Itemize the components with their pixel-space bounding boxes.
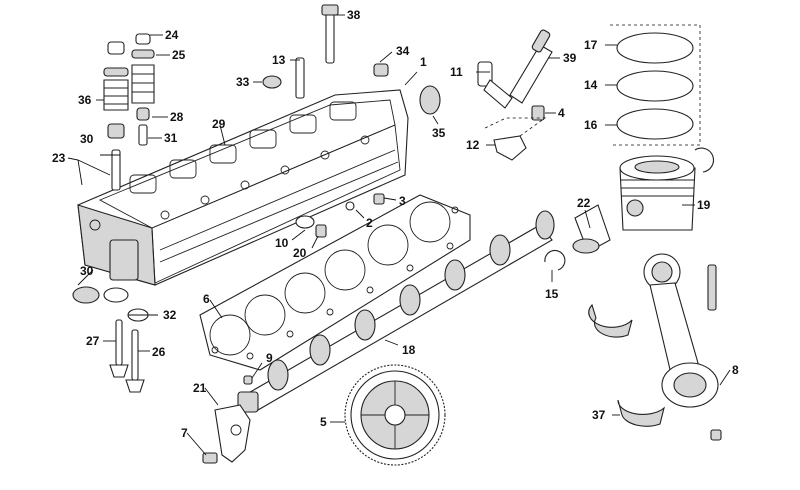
callout-16: 16 xyxy=(584,118,598,132)
callout-9: 9 xyxy=(266,351,273,365)
callout-labels: 38 24 25 13 34 1 33 36 28 29 35 31 30 23… xyxy=(52,8,739,440)
callout-7: 7 xyxy=(181,426,188,440)
camshaft-gear xyxy=(344,364,446,466)
callout-25: 25 xyxy=(172,48,186,62)
callout-15: 15 xyxy=(545,287,559,301)
callout-36: 36 xyxy=(78,93,92,107)
piston xyxy=(619,155,696,231)
callout-34: 34 xyxy=(396,44,410,58)
piston-pin xyxy=(544,204,611,271)
bearing-shells xyxy=(588,303,665,427)
callout-28: 28 xyxy=(170,110,184,124)
callout-30b: 30 xyxy=(80,264,94,278)
callout-26: 26 xyxy=(152,345,166,359)
callout-32: 32 xyxy=(163,308,177,322)
connecting-rod xyxy=(643,253,722,441)
injector-assembly xyxy=(477,29,553,161)
callout-33: 33 xyxy=(236,75,250,89)
callout-5: 5 xyxy=(320,415,327,429)
callout-6: 6 xyxy=(203,292,210,306)
callout-12: 12 xyxy=(466,138,480,152)
callout-1: 1 xyxy=(420,55,427,69)
thrust-plate xyxy=(202,375,253,464)
callout-39: 39 xyxy=(563,51,577,65)
leader-lines xyxy=(67,14,731,456)
callout-38: 38 xyxy=(347,8,361,22)
callout-19: 19 xyxy=(697,198,711,212)
callout-35: 35 xyxy=(432,126,446,140)
camshaft xyxy=(237,210,555,413)
piston-rings xyxy=(616,32,694,140)
callout-22: 22 xyxy=(577,196,591,210)
callout-30: 30 xyxy=(80,132,94,146)
callout-8: 8 xyxy=(732,363,739,377)
callout-23: 23 xyxy=(52,151,66,165)
callout-18: 18 xyxy=(402,343,416,357)
cylinder-head xyxy=(77,89,409,286)
callout-27: 27 xyxy=(86,334,100,348)
callout-20: 20 xyxy=(293,246,307,260)
callout-14: 14 xyxy=(584,78,598,92)
callout-24: 24 xyxy=(165,28,179,42)
callout-37: 37 xyxy=(592,408,606,422)
head-gasket xyxy=(199,194,471,371)
callout-13: 13 xyxy=(272,53,286,67)
callout-29: 29 xyxy=(212,117,226,131)
valve-train xyxy=(72,4,441,393)
callout-4: 4 xyxy=(558,106,565,120)
callout-11: 11 xyxy=(450,65,463,79)
callout-31: 31 xyxy=(164,131,178,145)
callout-17: 17 xyxy=(584,38,598,52)
callout-10: 10 xyxy=(275,236,289,250)
callout-21: 21 xyxy=(193,381,207,395)
callout-3: 3 xyxy=(399,194,406,208)
callout-2: 2 xyxy=(366,216,373,230)
